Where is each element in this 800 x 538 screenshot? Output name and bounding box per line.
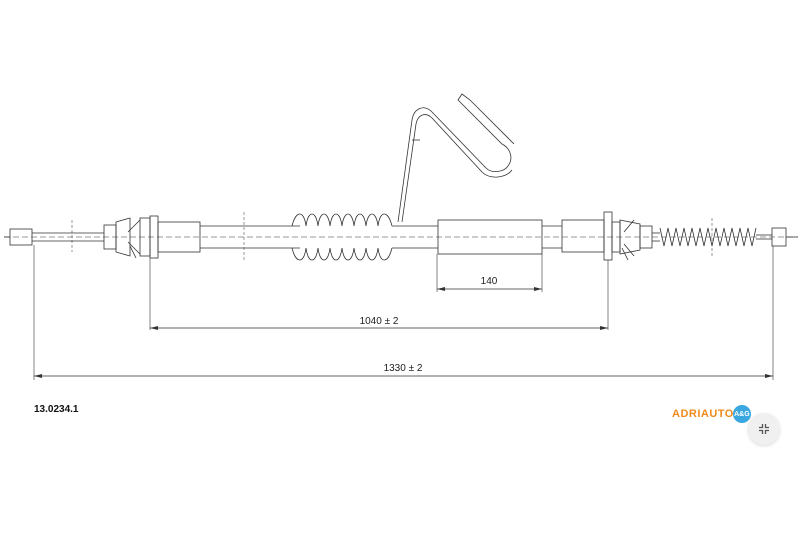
dimension-1330-label: 1330 ± 2	[384, 363, 423, 374]
right-end-nipple	[771, 227, 798, 247]
dimension-1040: 1040 ± 2	[150, 316, 608, 330]
dimension-140: 140	[437, 276, 542, 291]
dimension-1040-label: 1040 ± 2	[360, 316, 399, 327]
left-end-nipple	[4, 220, 104, 252]
left-fitting	[103, 215, 159, 330]
dimension-140-label: 140	[481, 276, 498, 287]
guide-bracket	[397, 93, 515, 223]
right-fitting	[561, 211, 653, 330]
compress-view-button[interactable]	[748, 413, 780, 445]
part-number: 13.0234.1	[34, 404, 79, 415]
conduit-spring-coil	[291, 213, 438, 261]
brand-logo-text: ADRIAUTO	[672, 408, 734, 420]
dimension-1330: 1330 ± 2	[34, 363, 773, 378]
brand-logo-badge: A&G	[732, 405, 751, 423]
return-spring	[652, 218, 772, 256]
conduit-left	[157, 212, 300, 262]
compress-arrows-icon	[759, 424, 769, 434]
brand-logo: ADRIAUTO A&G	[672, 405, 751, 423]
center-sleeve	[437, 219, 562, 255]
